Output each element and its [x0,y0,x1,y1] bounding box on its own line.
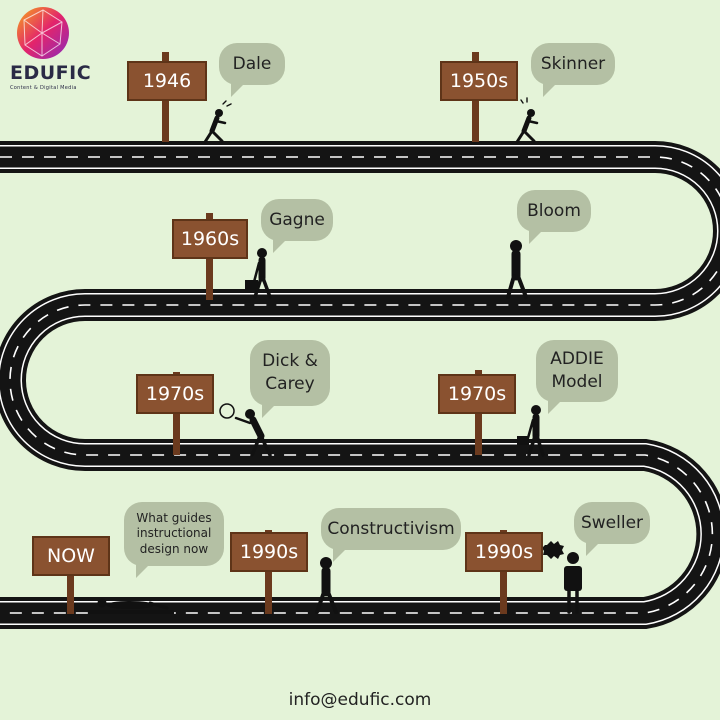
year-sign: 1990s [465,532,543,572]
speech-bubble: Dick & Carey [250,340,330,418]
speech-bubble: Dale [219,43,285,97]
speech-bubble: ADDIE Model [536,340,618,414]
year-sign: 1950s [440,61,518,101]
contact-email[interactable]: info@edufic.com [288,690,432,710]
year-sign: NOW [32,536,110,576]
speech-bubble: Bloom [517,190,591,244]
year-sign: 1960s [172,219,248,259]
year-sign: 1970s [438,374,516,414]
brand-tagline: Content & Digital Media [10,85,77,91]
brand-name: EDUFIC [10,62,92,84]
sleeping-figure-icon [88,598,174,614]
road-center-dashes [0,156,720,614]
businessman-figure-icon [517,405,545,457]
year-sign: 1990s [230,532,308,572]
walking-figure-icon [315,557,338,614]
speech-bubble: Gagne [261,199,333,253]
thinking-figure-icon [542,541,582,614]
speech-bubble: Sweller [574,502,650,556]
speech-bubble: Constructivism [321,508,461,562]
speech-bubble: Skinner [531,43,615,97]
year-sign: 1970s [136,374,214,414]
standing-figure-icon [506,240,528,299]
walking-figure-icon [203,100,232,144]
walking-figure-icon [515,97,539,144]
businessman-figure-icon [245,248,272,299]
speech-bubble: What guides instructional design now [124,502,224,578]
year-sign: 1946 [127,61,207,101]
net-catching-figure-icon [219,403,272,457]
edufic-logo-mark [17,7,69,59]
